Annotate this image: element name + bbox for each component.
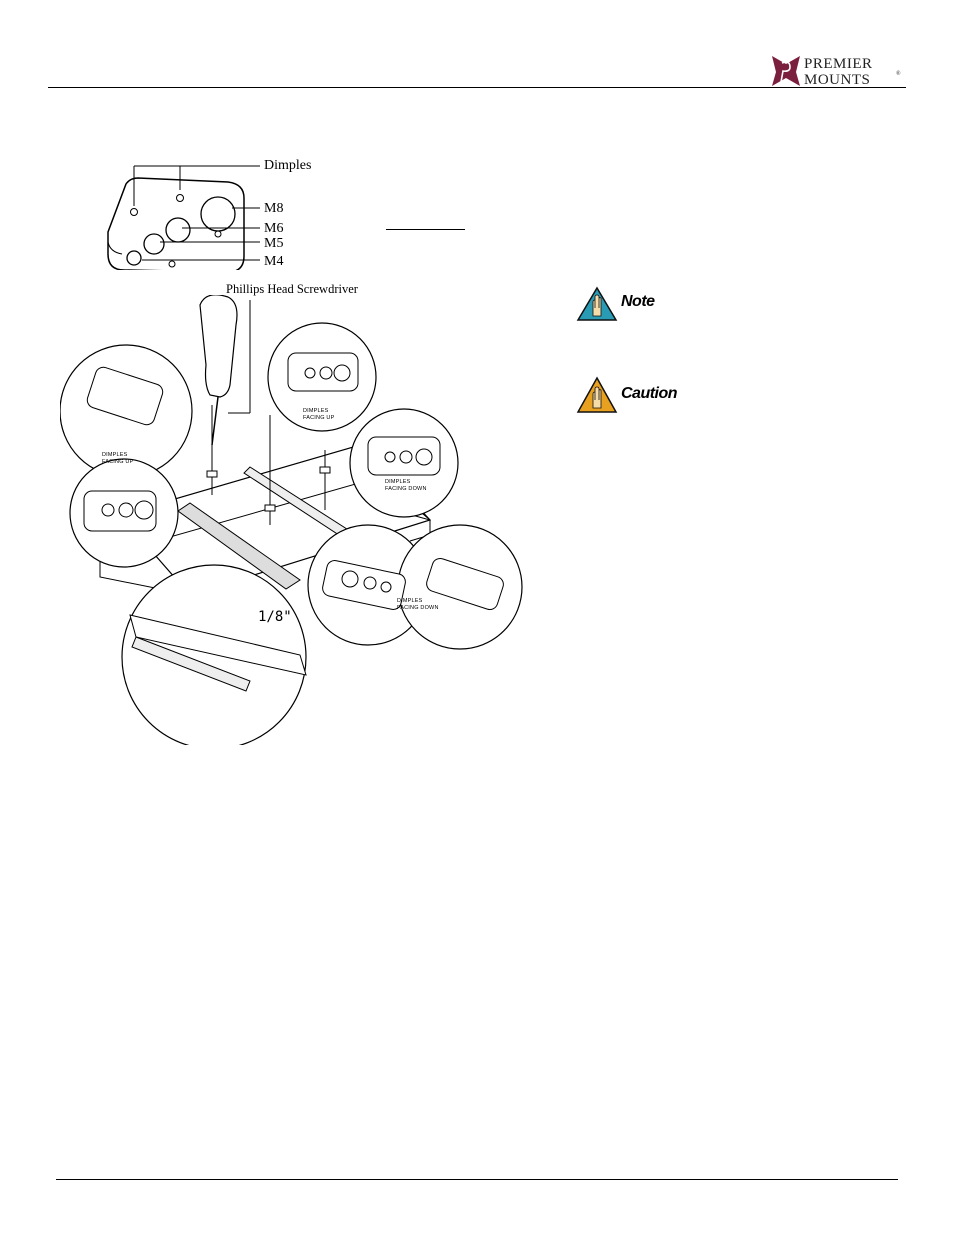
mounting-assembly-drawing: [60, 295, 523, 745]
brand-name-line1: PREMIER: [804, 56, 873, 72]
screwdriver-label: Phillips Head Screwdriver: [226, 282, 358, 296]
gap-dimension-label: 1/8": [258, 609, 292, 625]
footer-rule: [56, 1179, 898, 1180]
blank-underline: [386, 229, 465, 230]
detail-label-top-middle: DIMPLES FACING UP: [303, 408, 335, 421]
caution-hand-icon: [576, 376, 618, 413]
callout-dimples: Dimples: [264, 158, 312, 173]
brand-name-line2: MOUNTS: [804, 72, 871, 88]
detail-label-top-left: DIMPLES FACING UP: [102, 452, 134, 465]
callout-m6: M6: [264, 221, 284, 236]
brand-emblem-icon: [772, 56, 800, 86]
brand-logo: PREMIER MOUNTS ®: [770, 54, 902, 90]
callout-m4: M4: [264, 254, 284, 269]
note-heading: Note: [621, 293, 655, 310]
adapter-plate-drawing: [107, 177, 245, 270]
note-hand-icon: [576, 286, 618, 321]
header-rule: [48, 87, 906, 88]
plate-callout-leaders: [133, 165, 260, 261]
callout-m5: M5: [264, 236, 284, 251]
brand-registered-mark: ®: [896, 71, 902, 77]
callout-m8: M8: [264, 201, 284, 216]
caution-heading: Caution: [621, 385, 678, 402]
detail-label-right-lower: DIMPLES FACING DOWN: [397, 598, 439, 611]
detail-label-right-upper: DIMPLES FACING DOWN: [385, 479, 427, 492]
